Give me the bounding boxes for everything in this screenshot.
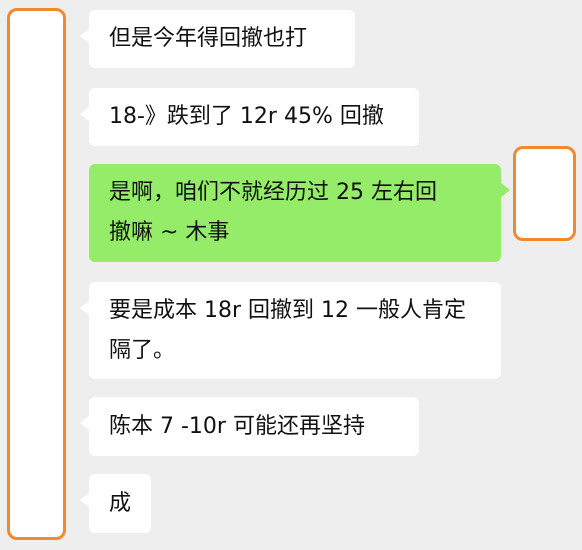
message-bubble-1[interactable]: 但是今年得回撤也打 — [80, 10, 355, 68]
message-bubble-6[interactable]: 成 — [80, 474, 151, 533]
message-bubble-4[interactable]: 要是成本 18r 回撤到 12 一般人肯定 隔了。 — [80, 282, 501, 379]
message-bubble-5[interactable]: 陈本 7 -10r 可能还再坚持 — [80, 397, 419, 456]
self-avatar-redacted[interactable] — [513, 146, 576, 241]
message-text: 要是成本 18r 回撤到 12 一般人肯定 隔了。 — [109, 297, 467, 363]
message-bubble-2[interactable]: 18-》跌到了 12r 45% 回撤 — [80, 88, 419, 146]
message-text: 成 — [109, 490, 132, 516]
contact-avatar-redacted[interactable] — [7, 8, 66, 540]
message-bubble-3[interactable]: 是啊，咱们不就经历过 25 左右回 撤嘛 ~ 木事 — [89, 164, 510, 262]
message-text: 但是今年得回撤也打 — [109, 26, 308, 51]
message-text: 是啊，咱们不就经历过 25 左右回 撤嘛 ~ 木事 — [109, 180, 437, 245]
message-text: 陈本 7 -10r 可能还再坚持 — [109, 413, 365, 439]
message-text: 18-》跌到了 12r 45% 回撤 — [109, 104, 384, 129]
